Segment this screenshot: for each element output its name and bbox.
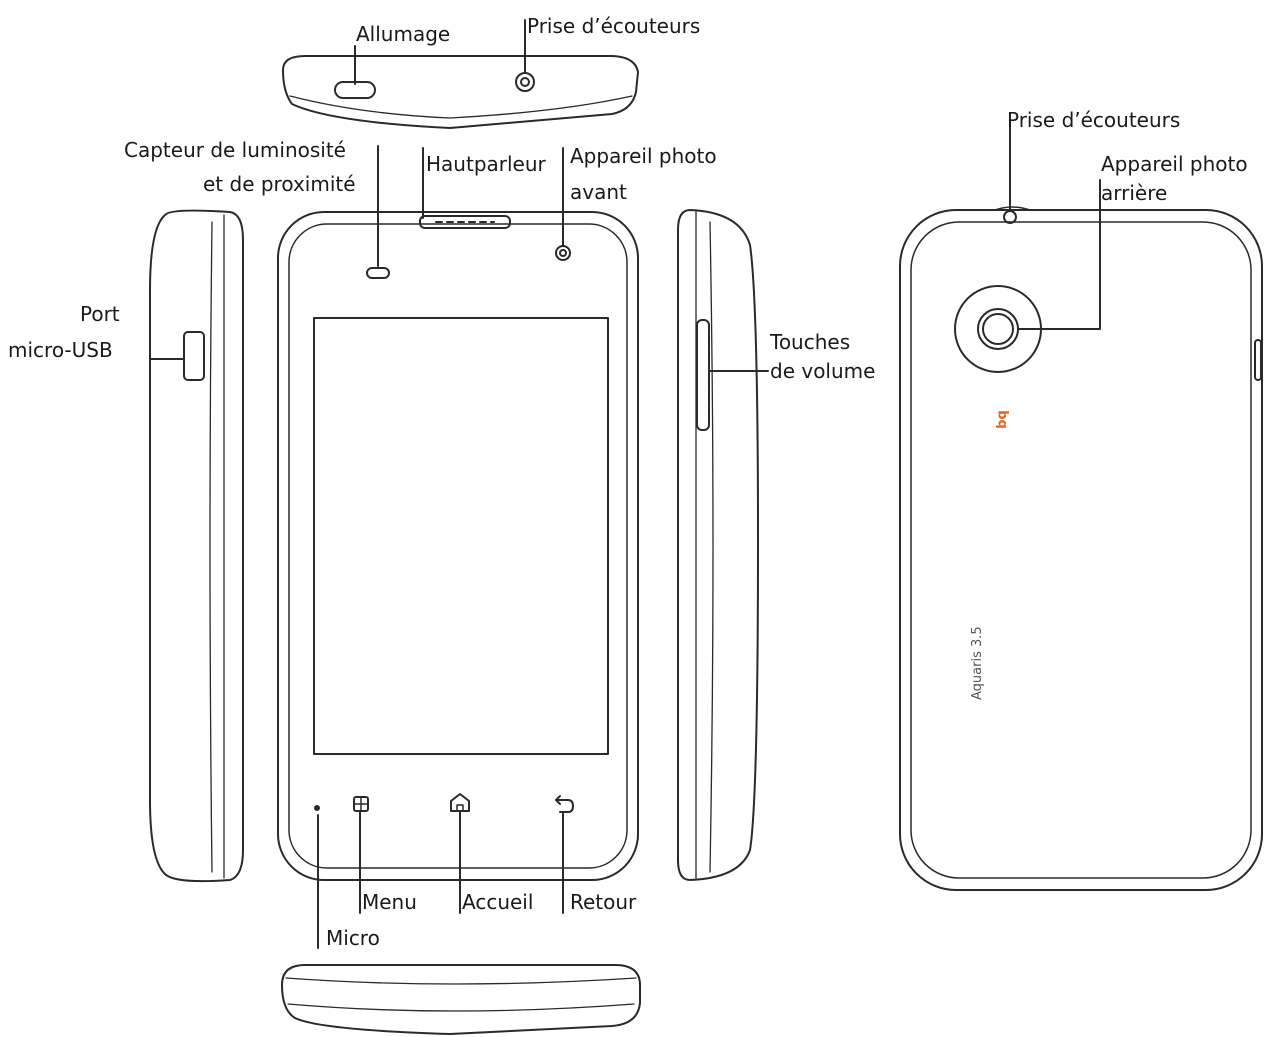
brand-logo: bq — [994, 410, 1010, 429]
label-micro: Micro — [326, 926, 380, 950]
label-retour: Retour — [570, 890, 637, 914]
label-prise-top: Prise d’écouteurs — [527, 14, 701, 38]
model-imprint: Aquaris 3.5 — [970, 626, 985, 700]
volume-keys-shape — [696, 319, 710, 431]
left-side-view — [149, 209, 244, 883]
label-prise-back: Prise d’écouteurs — [1007, 108, 1181, 132]
micro-hole — [314, 805, 320, 811]
label-photo-avant-line1: Appareil photo — [570, 144, 717, 168]
back-icon — [555, 795, 574, 813]
label-photo-arriere-line1: Appareil photo — [1101, 152, 1248, 176]
top-edge-view — [282, 55, 639, 129]
proximity-sensor — [366, 267, 390, 279]
label-hautparleur: Hautparleur — [426, 152, 546, 176]
label-menu: Menu — [362, 890, 417, 914]
label-port-line2: micro-USB — [8, 338, 113, 362]
earpiece-speaker — [419, 215, 511, 229]
front-view — [277, 211, 639, 881]
label-volume-line1: Touches — [770, 330, 851, 354]
label-volume-line2: de volume — [770, 359, 876, 383]
label-photo-avant-line2: avant — [570, 180, 627, 204]
headphone-jack-back — [1003, 210, 1017, 224]
headphone-jack-top — [515, 72, 535, 92]
front-camera — [555, 245, 571, 261]
home-icon — [450, 793, 470, 812]
label-photo-arriere-line2: arrière — [1101, 181, 1168, 205]
menu-icon — [353, 796, 369, 812]
usb-port-shape — [183, 331, 205, 381]
label-capteur-line2: et de proximité — [203, 172, 356, 196]
label-allumage: Allumage — [356, 22, 451, 46]
leader-lines — [149, 19, 1101, 949]
label-port-line1: Port — [80, 302, 120, 326]
screen — [313, 317, 609, 755]
label-capteur-line1: Capteur de luminosité — [124, 138, 346, 162]
back-view — [899, 206, 1263, 891]
right-side-view — [677, 209, 759, 881]
bottom-edge-view — [281, 964, 641, 1035]
label-accueil: Accueil — [462, 890, 534, 914]
